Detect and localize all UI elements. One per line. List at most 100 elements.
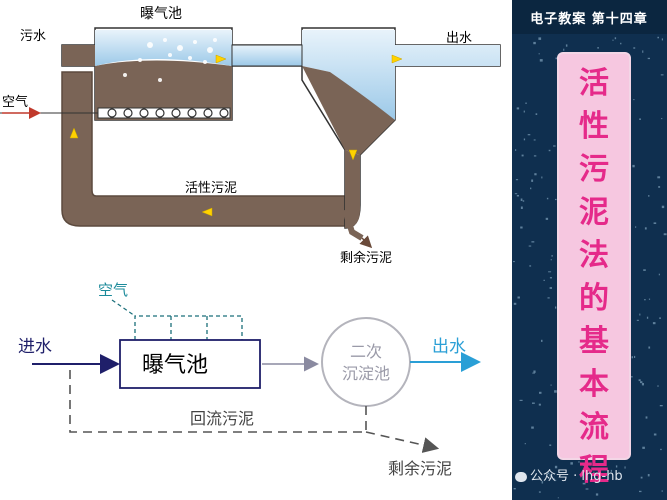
speckle bbox=[614, 37, 617, 40]
speckle bbox=[553, 145, 556, 147]
speckle bbox=[661, 490, 663, 492]
speckle bbox=[548, 271, 552, 273]
lower-return-sludge-label: 回流污泥 bbox=[190, 409, 254, 428]
speckle bbox=[541, 176, 543, 179]
lower-aeration-tank-label: 曝气池 bbox=[142, 353, 208, 378]
speckle bbox=[570, 462, 573, 465]
speckle bbox=[547, 472, 550, 475]
speckle bbox=[661, 118, 663, 120]
speckle bbox=[533, 139, 536, 141]
speckle bbox=[636, 319, 639, 321]
speckle bbox=[520, 206, 523, 209]
speckle bbox=[639, 490, 642, 493]
speckle bbox=[657, 385, 659, 387]
speckle bbox=[642, 50, 644, 53]
clarifier-sludge bbox=[302, 66, 395, 155]
speckle bbox=[513, 488, 516, 490]
channel-between-tanks bbox=[231, 44, 303, 67]
air-diffusers bbox=[107, 108, 229, 118]
lower-flowchart bbox=[0, 268, 512, 453]
speckle bbox=[541, 339, 543, 342]
speckle bbox=[524, 443, 526, 445]
upper-air-label: 空气 bbox=[2, 94, 28, 110]
speckle bbox=[543, 279, 545, 281]
speckle bbox=[515, 149, 517, 151]
speckle bbox=[639, 118, 641, 120]
chapter-banner bbox=[512, 0, 667, 34]
speckle bbox=[644, 299, 646, 301]
speckle bbox=[658, 186, 661, 188]
speckle bbox=[554, 390, 557, 393]
speckle bbox=[639, 313, 641, 316]
speckle bbox=[660, 448, 662, 451]
speckle bbox=[538, 53, 540, 55]
speckle bbox=[653, 433, 657, 436]
speckle bbox=[531, 241, 535, 243]
speckle bbox=[643, 269, 646, 271]
speckle bbox=[520, 198, 523, 201]
clarifier-label-line2: 沉淀池 bbox=[342, 364, 390, 383]
speckle bbox=[516, 195, 519, 197]
speckle bbox=[528, 245, 532, 247]
speckle bbox=[519, 399, 523, 401]
speckle bbox=[563, 48, 565, 51]
chapter-title: 电子教案 第十四章 bbox=[530, 12, 648, 27]
speckle bbox=[549, 474, 552, 477]
clarifier-label-line1: 二次 bbox=[350, 342, 382, 361]
speckle bbox=[578, 461, 580, 463]
speckle bbox=[658, 273, 660, 276]
upper-schematic bbox=[0, 27, 501, 249]
slide-title-box: 活性污泥法的基本流程 bbox=[557, 52, 631, 488]
speckle bbox=[630, 376, 633, 378]
speckle bbox=[663, 233, 667, 236]
speckle bbox=[546, 197, 549, 200]
speckle bbox=[523, 110, 525, 113]
speckle bbox=[549, 277, 552, 279]
speckle bbox=[565, 44, 568, 47]
speckle bbox=[549, 444, 552, 446]
speckle bbox=[615, 465, 618, 468]
excess-sludge-arrow bbox=[359, 235, 373, 249]
speckle bbox=[657, 36, 659, 39]
speckle bbox=[648, 298, 651, 300]
speckle bbox=[610, 469, 612, 472]
lower-outflow-label: 出水 bbox=[432, 337, 466, 357]
upper-return-sludge-label: 活性污泥 bbox=[185, 181, 237, 196]
slide-title-char: 流 bbox=[579, 410, 609, 445]
speckle bbox=[539, 391, 542, 394]
speckle bbox=[661, 38, 663, 41]
aeration-tank-water bbox=[95, 30, 232, 66]
speckle bbox=[555, 198, 557, 201]
speckle bbox=[647, 57, 650, 60]
upper-outflow-label: 出水 bbox=[446, 31, 472, 46]
clarifier-water bbox=[302, 30, 500, 120]
speckle bbox=[652, 322, 656, 325]
speckle bbox=[533, 41, 536, 45]
speckle bbox=[520, 226, 523, 229]
lower-aeration-tank-box bbox=[119, 339, 261, 389]
speckle bbox=[531, 179, 534, 182]
speckle bbox=[523, 138, 526, 141]
slide-title-char: 本 bbox=[579, 367, 609, 402]
speckle bbox=[538, 403, 541, 406]
slide-title-char: 程 bbox=[579, 453, 609, 488]
speckle bbox=[631, 356, 633, 359]
speckle bbox=[515, 179, 519, 181]
speckle bbox=[633, 99, 635, 101]
speckle bbox=[541, 481, 544, 484]
speckle bbox=[648, 346, 651, 349]
speckle bbox=[597, 47, 599, 49]
speckle bbox=[640, 381, 643, 384]
speckle bbox=[550, 384, 552, 386]
speckle bbox=[634, 355, 636, 358]
speckle bbox=[525, 102, 527, 104]
speckle bbox=[585, 488, 589, 490]
clarifier-hopper bbox=[345, 150, 360, 228]
speckle bbox=[527, 134, 531, 136]
excess-sludge-dashed-line bbox=[365, 431, 440, 453]
excess-sludge-pipe bbox=[342, 209, 364, 241]
speckle bbox=[640, 476, 643, 479]
speckle bbox=[532, 372, 535, 374]
speckle bbox=[557, 497, 559, 499]
slide-title-char: 活 bbox=[579, 66, 609, 101]
